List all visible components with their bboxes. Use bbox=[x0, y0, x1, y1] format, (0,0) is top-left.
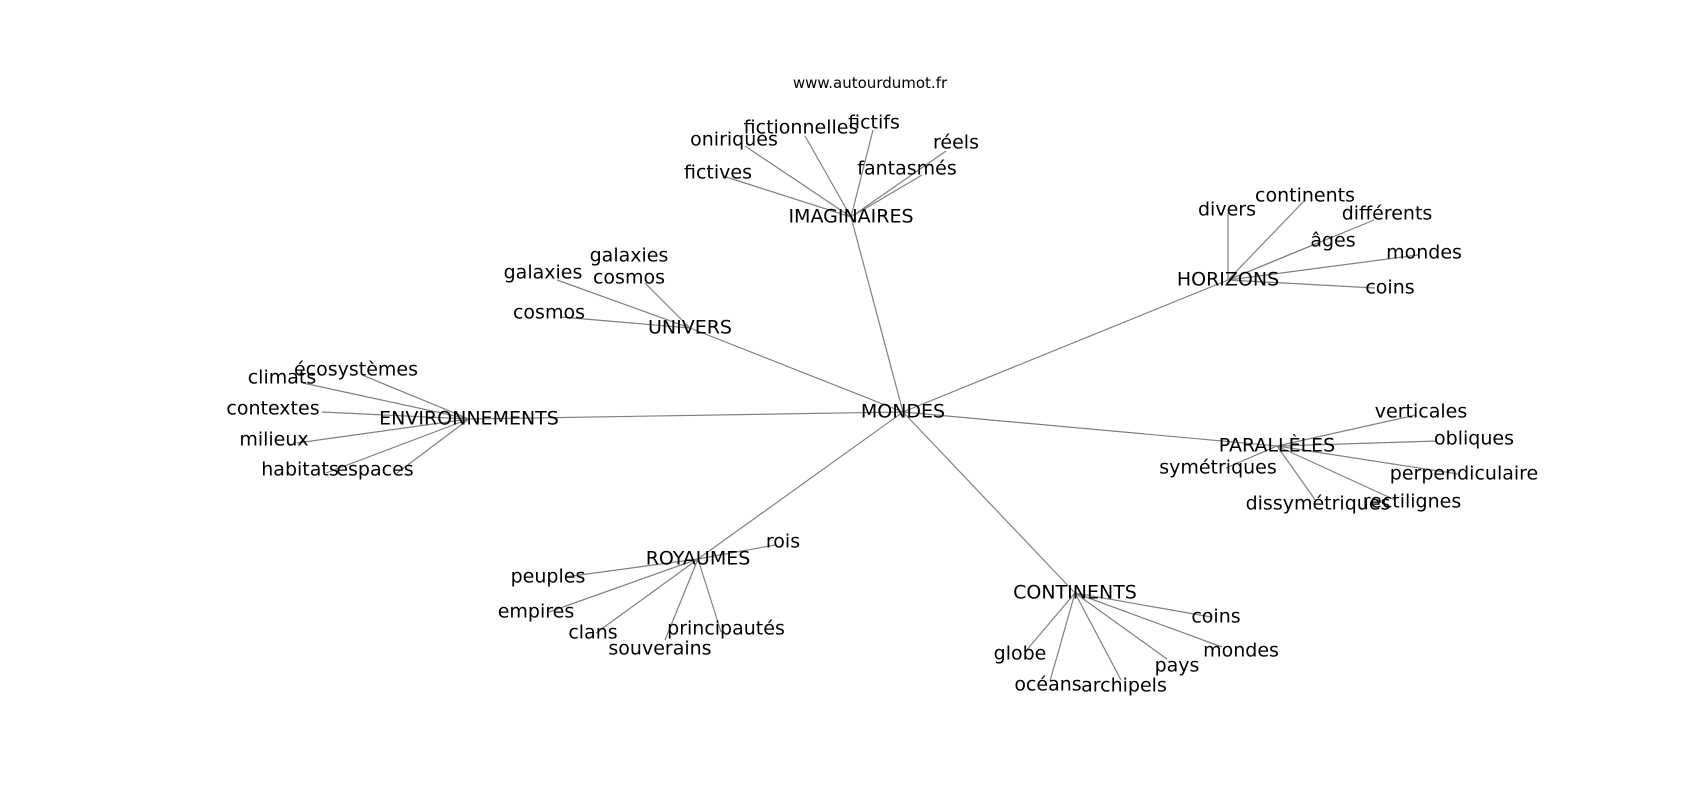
hub-paralleles: PARALLÈLES bbox=[1219, 434, 1336, 457]
edge-roy-rois bbox=[697, 544, 776, 560]
edge-env-ecosystemes bbox=[361, 374, 470, 420]
graph-edges bbox=[296, 129, 1459, 682]
edge-imaginaires-oniriques bbox=[744, 145, 852, 218]
leaf-imaginaires-fictionnelles: fictionnelles bbox=[744, 117, 859, 139]
edge-env-milieux bbox=[296, 418, 470, 444]
edge-imaginaires-fictives bbox=[722, 175, 852, 218]
leaf-imaginaires-oniriques: oniriques bbox=[690, 129, 778, 151]
leaf-par-rectilignes: rectilignes bbox=[1363, 491, 1462, 513]
edge-env-climats bbox=[302, 382, 470, 420]
leaf-con-pays: pays bbox=[1155, 655, 1200, 677]
edge-roy-principautes bbox=[697, 558, 722, 633]
hub-royaumes: ROYAUMES bbox=[646, 548, 751, 570]
hub-environnements: ENVIRONNEMENTS bbox=[379, 408, 559, 430]
edge-con-coins bbox=[1074, 592, 1212, 618]
edge-mondes-environnements bbox=[468, 411, 904, 420]
leaf-univers-cosmos: cosmos bbox=[513, 302, 585, 324]
leaf-horizons-differents: différents bbox=[1342, 203, 1433, 225]
leaf-env-ecosystemes: écosystèmes bbox=[294, 359, 418, 381]
leaf-con-coins: coins bbox=[1191, 606, 1240, 628]
edge-mondes-paralleles bbox=[902, 411, 1278, 447]
edge-par-dissymetriques bbox=[1276, 445, 1317, 502]
edge-roy-empires bbox=[548, 558, 699, 613]
edge-imaginaires-fictionnelles bbox=[804, 135, 852, 218]
edge-par-symetriques bbox=[1225, 445, 1278, 469]
edge-con-archipels bbox=[1074, 592, 1122, 681]
edge-imaginaires-fictifs bbox=[850, 129, 874, 218]
edge-horizons-continents bbox=[1227, 200, 1305, 281]
edge-par-rectilignes bbox=[1276, 445, 1396, 501]
edge-roy-clans bbox=[595, 558, 699, 634]
edge-con-globe bbox=[1024, 592, 1076, 653]
leaf-horizons-ages: âges bbox=[1310, 230, 1355, 252]
edge-par-verticales bbox=[1276, 414, 1417, 447]
leaf-con-archipels: archipels bbox=[1081, 675, 1167, 697]
edge-par-perpendiculaires bbox=[1276, 445, 1459, 475]
edge-imaginaires-reels bbox=[850, 150, 947, 218]
leaf-env-habitats: habitats bbox=[261, 459, 338, 481]
leaf-imaginaires-reels: réels bbox=[933, 132, 979, 154]
edge-univers-galaxies bbox=[556, 279, 691, 329]
hub-imaginaires: IMAGINAIRES bbox=[788, 206, 913, 228]
leaf-roy-rois: rois bbox=[766, 531, 800, 553]
leaf-par-dissymetriques: dissymétriques bbox=[1246, 493, 1391, 515]
hub-univers: UNIVERS bbox=[648, 317, 732, 339]
leaf-env-espaces: espaces bbox=[336, 459, 413, 481]
leaf-par-verticales: verticales bbox=[1375, 401, 1467, 423]
leaf-horizons-divers: divers bbox=[1198, 199, 1256, 221]
leaf-univers-galaxies: galaxies bbox=[504, 262, 583, 284]
leaf-imaginaires-fictives: fictives bbox=[684, 162, 752, 184]
edge-mondes-univers bbox=[689, 327, 904, 413]
leaf-horizons-mondes: mondes bbox=[1386, 242, 1462, 264]
edge-con-oceans bbox=[1049, 592, 1076, 682]
edge-horizons-mondes bbox=[1227, 254, 1419, 281]
edge-mondes-royaumes bbox=[697, 411, 904, 560]
edge-env-habitats bbox=[325, 418, 470, 474]
leaf-con-mondes: mondes bbox=[1203, 640, 1279, 662]
leaf-con-oceans: océans bbox=[1014, 674, 1081, 696]
edge-env-espaces bbox=[396, 418, 470, 474]
leaf-imaginaires-fictifs: fictifs bbox=[848, 112, 900, 134]
leaf-par-perpendiculaires: perpendiculaire bbox=[1390, 463, 1538, 485]
leaf-roy-souverains: souverains bbox=[608, 638, 711, 660]
leaf-roy-clans: clans bbox=[568, 622, 617, 644]
edge-roy-souverains bbox=[664, 558, 699, 641]
center-mondes: MONDES bbox=[861, 401, 945, 423]
leaf-roy-empires: empires bbox=[498, 601, 575, 623]
edge-horizons-ages bbox=[1227, 241, 1321, 281]
leaf-par-symetriques: symétriques bbox=[1159, 457, 1277, 479]
edge-univers-galaxies-cosmos bbox=[644, 282, 691, 329]
leaf-env-contextes: contextes bbox=[226, 398, 319, 420]
leaf-horizons-continents: continents bbox=[1255, 185, 1355, 207]
edge-mondes-continents bbox=[902, 411, 1076, 594]
edge-env-contextes bbox=[321, 411, 470, 420]
leaf-roy-peuples: peuples bbox=[511, 566, 586, 588]
hub-continents: CONTINENTS bbox=[1013, 582, 1137, 604]
hub-horizons: HORIZONS bbox=[1177, 269, 1279, 291]
edge-con-pays bbox=[1074, 592, 1168, 660]
edge-imaginaires-fantasmes bbox=[850, 174, 923, 218]
leaf-univers-galaxies-cosmos-line2: cosmos bbox=[593, 267, 665, 289]
leaf-env-milieux: milieux bbox=[239, 429, 308, 451]
leaf-imaginaires-fantasmes: fantasmés bbox=[857, 158, 956, 180]
edge-par-obliques bbox=[1276, 440, 1438, 447]
edge-univers-cosmos bbox=[560, 316, 691, 329]
edge-mondes-imaginaires bbox=[850, 216, 904, 413]
leaf-univers-galaxies-cosmos: galaxies bbox=[590, 245, 669, 267]
leaf-env-climats: climats bbox=[248, 367, 317, 389]
leaf-roy-principautes: principautés bbox=[667, 618, 785, 640]
leaf-horizons-coins: coins bbox=[1365, 277, 1414, 299]
source-url: www.autourdumot.fr bbox=[793, 74, 948, 92]
leaf-con-globe: globe bbox=[994, 643, 1047, 665]
edge-horizons-coins bbox=[1227, 279, 1376, 289]
edge-con-mondes bbox=[1074, 592, 1223, 648]
edge-roy-peuples bbox=[564, 558, 699, 578]
graph-labels: www.autourdumot.fr fictivesoniriquesfict… bbox=[226, 74, 1538, 697]
edge-mondes-horizons bbox=[902, 279, 1229, 413]
leaf-par-obliques: obliques bbox=[1434, 428, 1514, 450]
